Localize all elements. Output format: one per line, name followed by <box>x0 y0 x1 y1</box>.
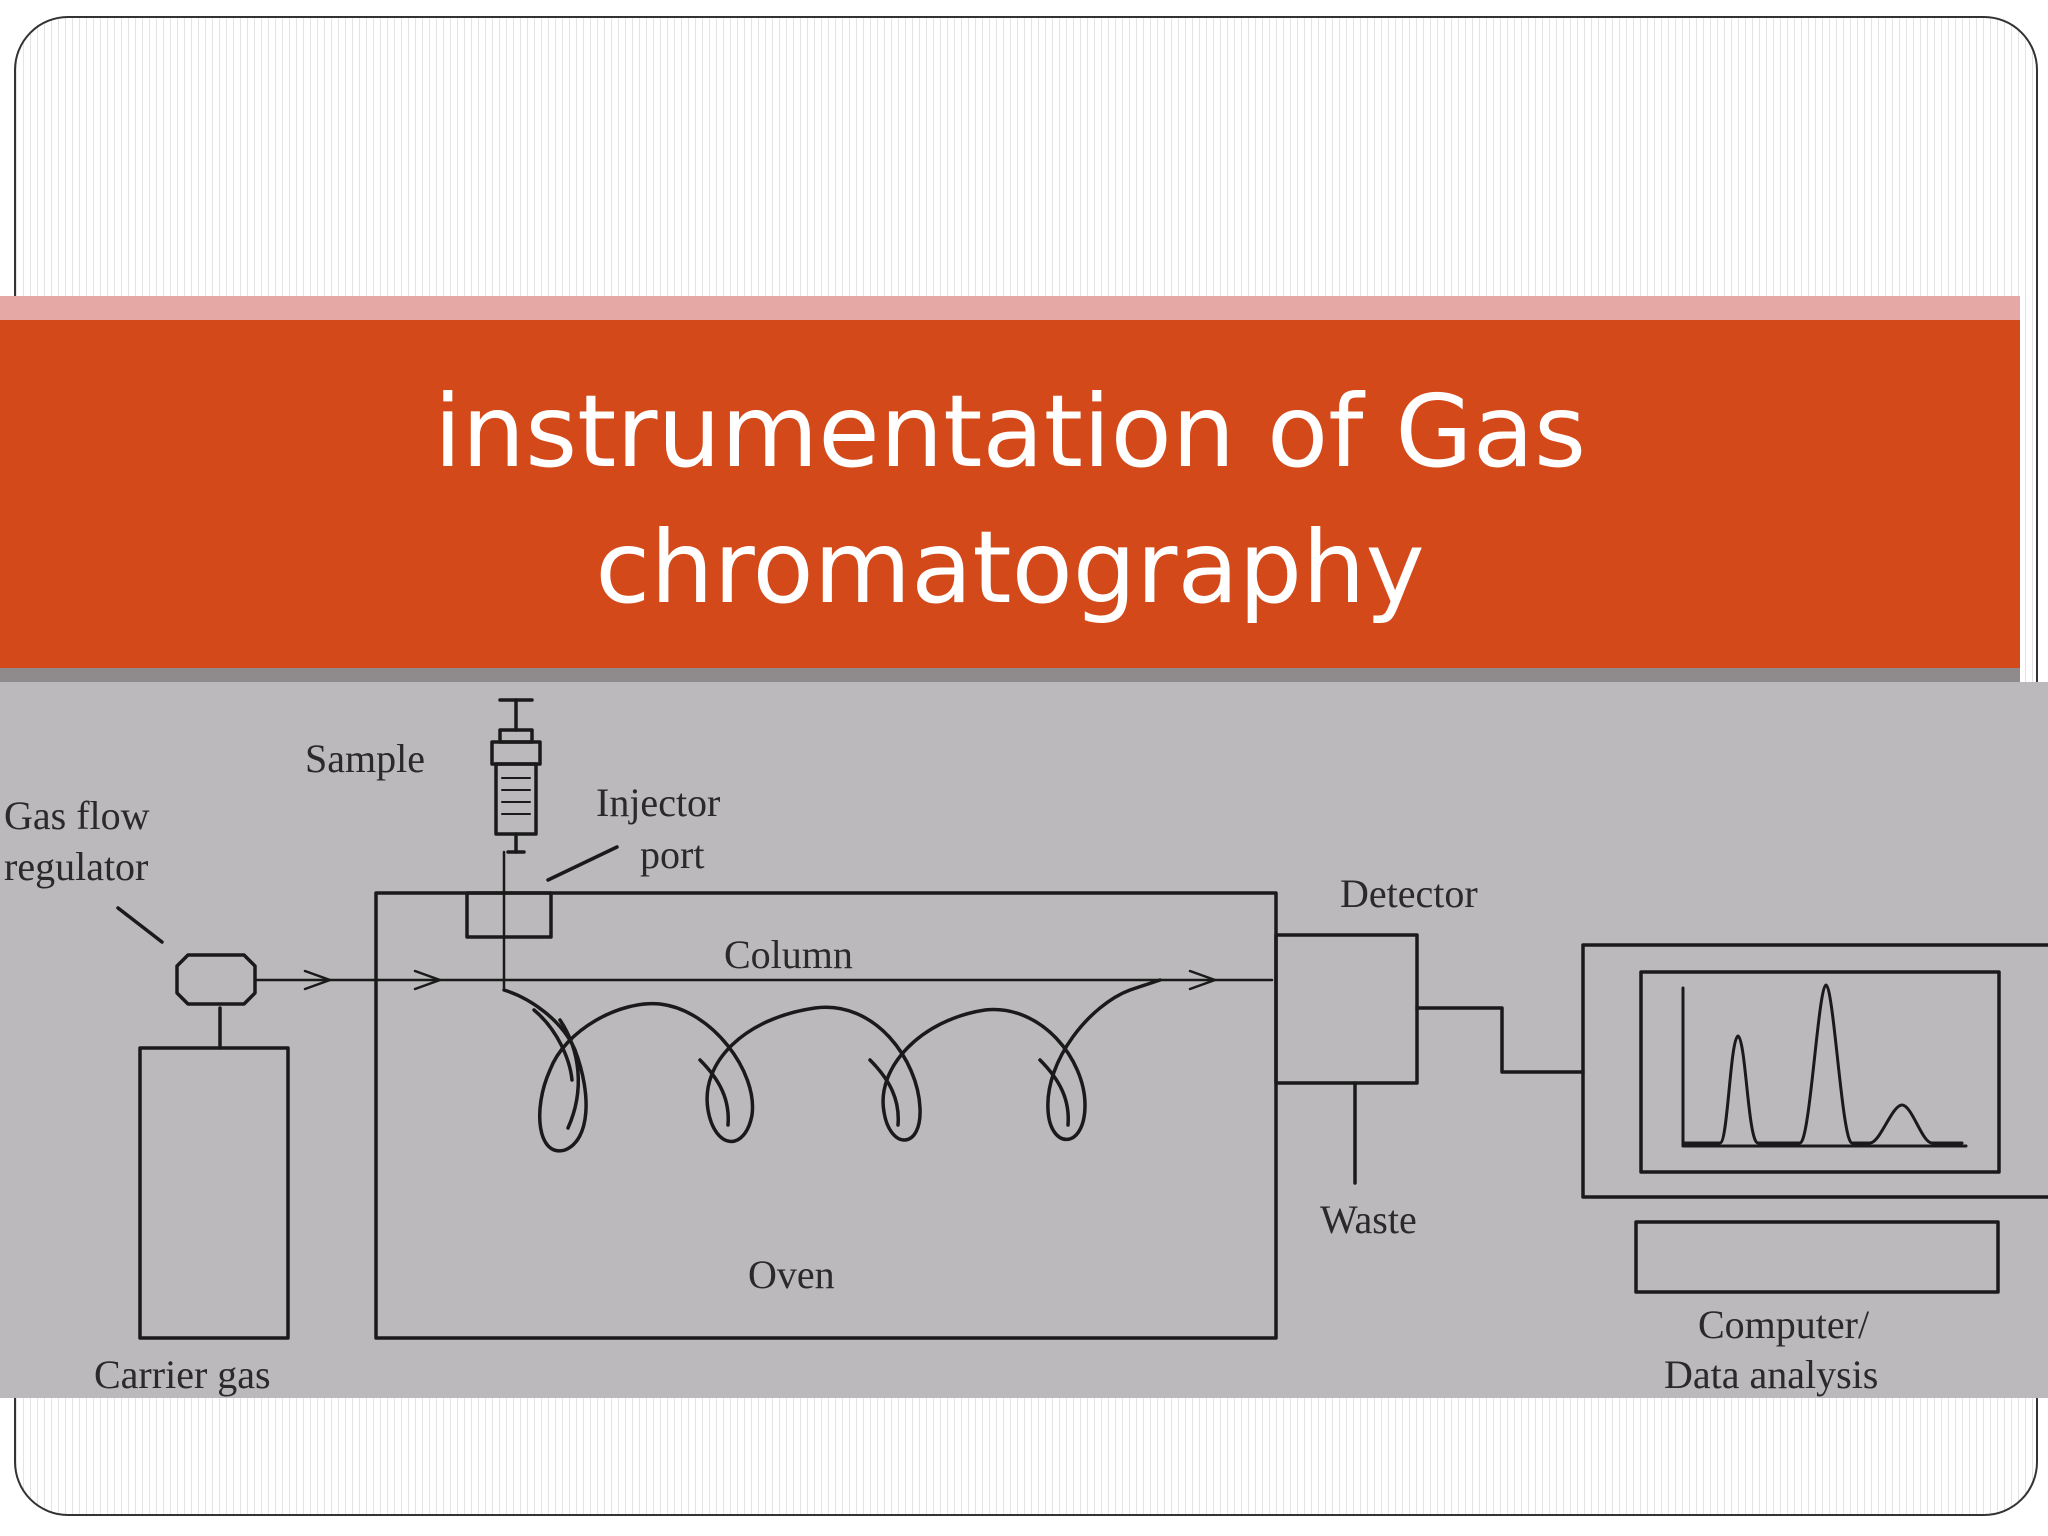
regulator-pointer <box>116 906 164 944</box>
label-sample: Sample <box>305 736 425 781</box>
computer-monitor <box>1581 943 2048 1199</box>
injector-port <box>465 891 553 939</box>
label-computer-line1: Computer/ <box>1698 1302 1870 1347</box>
injector-pointer <box>546 845 619 882</box>
slide-title: instrumentation of Gas chromatography <box>433 373 1587 626</box>
signal-line <box>1415 1006 1585 1074</box>
gc-instrument-diagram: Sample Gas flow regulator Injector port … <box>0 682 2048 1398</box>
sample-syringe <box>490 698 542 854</box>
diagram-svg: Sample Gas flow regulator Injector port … <box>4 698 2048 1397</box>
gas-flow-regulator <box>175 953 257 1006</box>
flow-arrow-2 <box>413 969 442 991</box>
monitor-screen <box>1639 970 2001 1174</box>
carrier-gas-cylinder <box>138 1046 290 1340</box>
label-carrier-gas: Carrier gas <box>94 1352 271 1397</box>
label-column: Column <box>724 932 853 977</box>
flow-arrow-3 <box>1188 969 1217 991</box>
label-computer-line2: Data analysis <box>1664 1352 1878 1397</box>
detector-box <box>1274 933 1419 1085</box>
label-gas-flow-line2: regulator <box>4 844 148 889</box>
chromatogram-trace <box>1681 983 1964 1145</box>
screen-axes <box>1681 986 1968 1148</box>
flow-arrow-1 <box>303 969 332 991</box>
label-injector-line1: Injector <box>596 780 720 825</box>
label-gas-flow-line1: Gas flow <box>4 793 150 838</box>
label-waste: Waste <box>1320 1197 1417 1242</box>
keyboard <box>1634 1220 2000 1294</box>
title-bar: instrumentation of Gas chromatography <box>0 320 2020 668</box>
label-injector-line2: port <box>640 832 704 877</box>
label-detector: Detector <box>1340 871 1478 916</box>
coiled-column <box>502 978 1162 1153</box>
oven-box <box>374 891 1278 1340</box>
title-shadow-band <box>0 668 2020 682</box>
label-oven: Oven <box>748 1252 835 1297</box>
title-accent-band <box>0 296 2020 320</box>
